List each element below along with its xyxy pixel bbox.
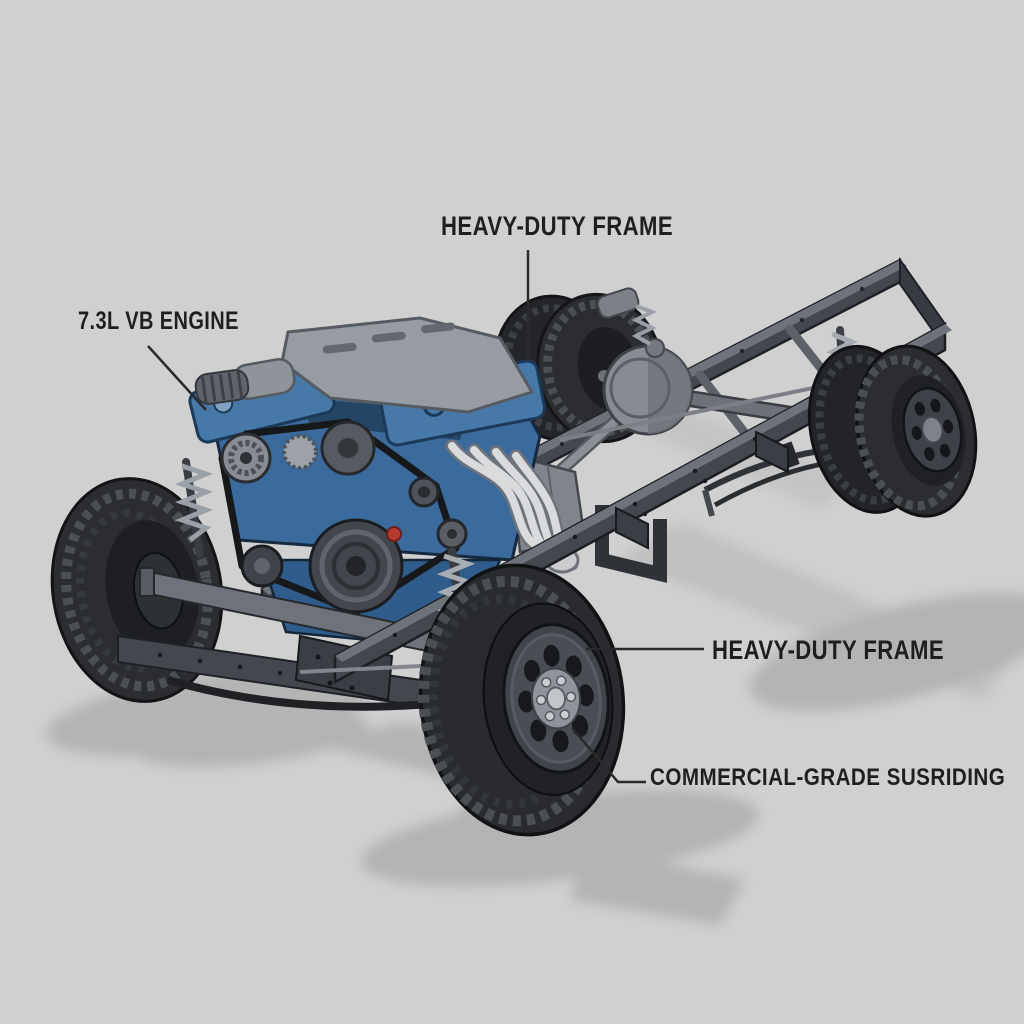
label-engine: 7.3L VB ENGINE xyxy=(78,307,239,335)
center-cap xyxy=(545,686,567,711)
front-right-wheel xyxy=(418,563,626,837)
accessory-drive xyxy=(218,418,468,616)
rear-spring-hanger xyxy=(596,287,640,319)
track-bar xyxy=(559,378,853,442)
outrigger xyxy=(615,506,649,550)
leader-engine xyxy=(147,345,207,411)
engine xyxy=(188,316,580,647)
sway-bar xyxy=(166,676,453,711)
leader-lines xyxy=(147,250,704,784)
cam-gear xyxy=(282,434,318,470)
lug-nuts xyxy=(535,675,577,722)
leader-suspension xyxy=(571,727,646,784)
rear-right-wheels xyxy=(807,344,978,518)
intake-hose xyxy=(194,369,250,405)
label-heavy-duty-frame-right: HEAVY-DUTY FRAME xyxy=(712,635,945,665)
outrigger xyxy=(755,430,789,474)
label-suspension: COMMERCIAL-GRADE SUSRIDING xyxy=(650,764,1006,791)
label-heavy-duty-frame-top: HEAVY-DUTY FRAME xyxy=(441,211,674,241)
red-fitting xyxy=(386,526,402,542)
